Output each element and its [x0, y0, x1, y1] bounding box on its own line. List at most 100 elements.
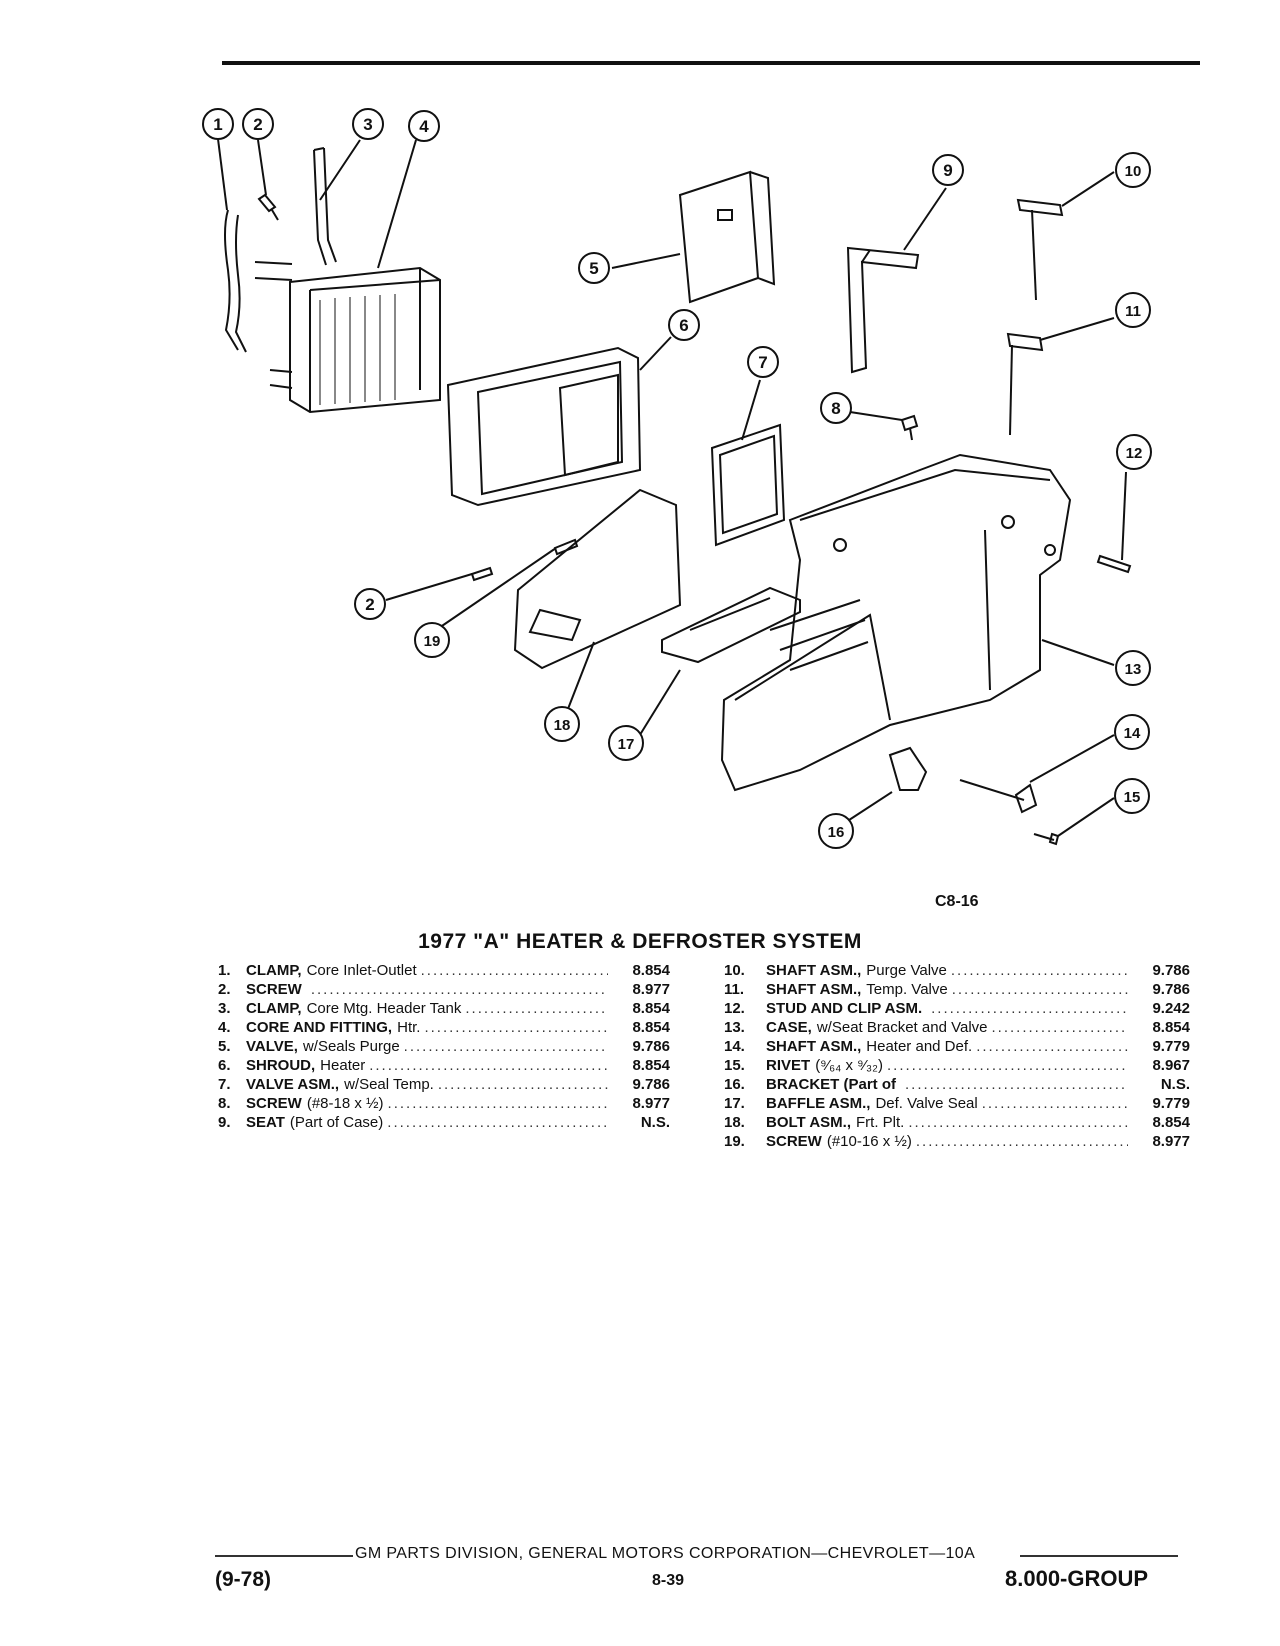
group-code: 8.967: [1152, 1057, 1190, 1074]
part-name: CLAMP,: [246, 1000, 302, 1017]
group-code: 9.786: [1152, 981, 1190, 998]
leader-dots: ........................................…: [981, 1095, 1128, 1112]
group-code: 9.242: [1152, 1000, 1190, 1017]
callout-13: 13: [1115, 650, 1151, 686]
svg-text:2: 2: [253, 115, 262, 134]
part-name: SCREW: [246, 1095, 302, 1112]
part-name: VALVE,: [246, 1038, 298, 1055]
part-row: 2.SCREW.................................…: [218, 980, 670, 999]
callout-1: 1: [202, 108, 234, 140]
part-heater-shroud: [446, 346, 642, 507]
part-number: 7.: [218, 1076, 231, 1093]
callout-12: 12: [1116, 434, 1152, 470]
part-number: 18.: [724, 1114, 745, 1131]
part-number: 16.: [724, 1076, 745, 1093]
part-number: 11.: [724, 981, 745, 998]
part-row: 17.BAFFLE ASM.,Def. Valve Seal..........…: [724, 1094, 1190, 1113]
svg-text:12: 12: [1126, 445, 1143, 462]
leader-dots: ........................................…: [951, 981, 1128, 998]
part-number: 13.: [724, 1019, 745, 1036]
part-row: 5.VALVE,w/Seals Purge...................…: [218, 1037, 670, 1056]
leader-dots: ........................................…: [915, 1133, 1128, 1150]
part-row: 15.RIVET(⁹⁄₆₄ x ⁹⁄₃₂)...................…: [724, 1056, 1190, 1075]
part-description: Core Mtg. Header Tank: [306, 1000, 462, 1017]
part-row: 19.SCREW(#10-16 x ½)....................…: [724, 1132, 1190, 1151]
part-description: (⁹⁄₆₄ x ⁹⁄₃₂): [815, 1057, 883, 1074]
part-number: 10.: [724, 962, 745, 979]
callout-6: 6: [668, 309, 700, 341]
part-number: 9.: [218, 1114, 231, 1131]
part-shaft-purge: [1016, 198, 1064, 301]
part-row: 3.CLAMP,Core Mtg. Header Tank...........…: [218, 999, 670, 1018]
part-description: w/Seal Temp.: [344, 1076, 434, 1093]
part-screw-top: [257, 193, 279, 221]
part-rivet: [1033, 832, 1060, 846]
parts-list-left: 1.CLAMP,Core Inlet-Outlet...............…: [218, 961, 670, 1132]
footer-corporation: GM PARTS DIVISION, GENERAL MOTORS CORPOR…: [355, 1545, 976, 1562]
part-description: (Part of Case): [289, 1114, 384, 1131]
part-row: 18.BOLT ASM.,Frt. Plt...................…: [724, 1113, 1190, 1132]
header-rule: [222, 61, 1200, 65]
part-row: 6.SHROUD,Heater.........................…: [218, 1056, 670, 1075]
part-screw-19: [553, 538, 579, 556]
leader-dots: ........................................…: [976, 1038, 1128, 1055]
part-row: 10. SHAFT ASM.,Purge Valve...............…: [724, 961, 1190, 980]
part-case: [720, 453, 1072, 792]
part-shaft-temp: [1006, 332, 1044, 436]
part-row: 1.CLAMP,Core Inlet-Outlet...............…: [218, 961, 670, 980]
part-name: SHAFT ASM.,: [766, 962, 862, 979]
leader-dots: ........................................…: [403, 1038, 608, 1055]
part-seat: [846, 246, 920, 374]
svg-text:19: 19: [424, 633, 441, 650]
svg-text:9: 9: [943, 161, 952, 180]
leader-dots: ........................................…: [905, 1076, 1128, 1093]
part-description: w/Seals Purge: [302, 1038, 400, 1055]
part-description: Frt. Plt.: [856, 1114, 905, 1131]
part-name: VALVE ASM.,: [246, 1076, 340, 1093]
part-number: 4.: [218, 1019, 231, 1036]
callout-18: 18: [544, 706, 580, 742]
part-description: Temp. Valve: [866, 981, 948, 998]
leader-dots: ........................................…: [310, 981, 608, 998]
page-title: 1977 "A" HEATER & DEFROSTER SYSTEM: [418, 930, 862, 953]
part-stud-clip: [1096, 554, 1132, 574]
callout-14: 14: [1114, 714, 1150, 750]
svg-text:15: 15: [1124, 789, 1141, 806]
group-code: 9.786: [632, 1038, 670, 1055]
part-number: 19.: [724, 1133, 745, 1150]
part-name: BOLT ASM.,: [766, 1114, 851, 1131]
svg-text:7: 7: [758, 353, 767, 372]
callout-9: 9: [932, 154, 964, 186]
group-code: 9.779: [1152, 1095, 1190, 1112]
part-description: (#8-18 x ½): [306, 1095, 384, 1112]
part-baffle: [661, 586, 801, 664]
part-description: w/Seat Bracket and Valve: [816, 1019, 988, 1036]
footer-rule-left: [215, 1555, 353, 1557]
group-code: 8.977: [632, 1095, 670, 1112]
part-row: 9.SEAT(Part of Case)....................…: [218, 1113, 670, 1132]
part-description: Heater: [320, 1057, 366, 1074]
callout-10: 10: [1115, 152, 1151, 188]
svg-text:8: 8: [831, 399, 840, 418]
svg-text:4: 4: [419, 117, 429, 136]
leader-dots: ........................................…: [369, 1057, 608, 1074]
svg-text:3: 3: [363, 115, 372, 134]
part-row: 16.BRACKET (Part of.....................…: [724, 1075, 1190, 1094]
leader-dots: ........................................…: [950, 962, 1128, 979]
group-code: 8.977: [632, 981, 670, 998]
part-row: 11.SHAFT ASM.,Temp. Valve...............…: [724, 980, 1190, 999]
leader-lines: [217, 138, 1127, 837]
part-description: Purge Valve: [866, 962, 947, 979]
figure-code: C8-16: [935, 893, 979, 910]
part-number: 8.: [218, 1095, 231, 1112]
leader-dots: ........................................…: [886, 1057, 1128, 1074]
callout-2: 2: [242, 108, 274, 140]
part-name: CLAMP,: [246, 962, 302, 979]
svg-text:1: 1: [213, 115, 222, 134]
part-row: 14.SHAFT ASM.,Heater and Def............…: [724, 1037, 1190, 1056]
part-screw-8: [900, 414, 919, 441]
svg-text:5: 5: [589, 259, 598, 278]
part-shaft-heater-def: [959, 779, 1038, 814]
part-name: STUD AND CLIP ASM.: [766, 1000, 923, 1017]
part-front-plate: [513, 488, 682, 670]
